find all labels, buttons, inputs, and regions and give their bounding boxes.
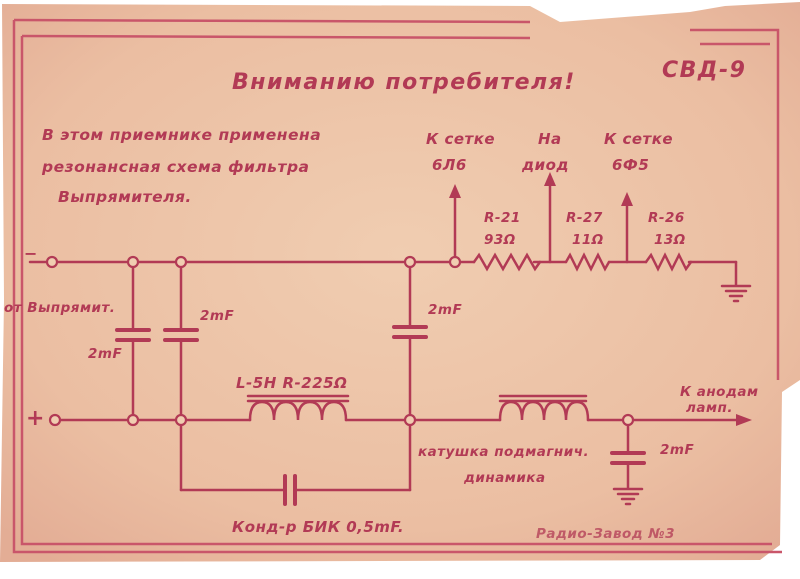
speaker-field-coil: [498, 400, 590, 422]
resistor-r26: [644, 252, 693, 272]
tap-label-6f5-line2: 6Ф5: [612, 156, 650, 174]
junction-nodes: [45, 255, 635, 427]
circuit: [28, 172, 752, 506]
paper-background: [0, 2, 800, 562]
resistor-r26-name: R-26: [648, 210, 685, 226]
resistor-r21-name: R-21: [484, 210, 521, 226]
tap-label-diode-line1: На: [538, 130, 562, 148]
field-coil-label-line2: динамика: [464, 470, 546, 486]
capacitor-input-left: [115, 260, 151, 422]
plus-terminal: +: [26, 406, 45, 431]
bypass-capacitor-label: Конд-р БИК 0,5mF.: [232, 518, 405, 536]
anode-label-line1: К анодам: [680, 384, 759, 400]
note-line-3: Выпрямителя.: [58, 188, 192, 206]
cap-label-left: 2mF: [88, 346, 123, 362]
note-line-2: резонансная схема фильтра: [42, 158, 310, 176]
ground-symbol-bottom: [612, 487, 644, 506]
note-line-1: В этом приемнике применена: [42, 126, 322, 144]
resistor-r27-name: R-27: [566, 210, 603, 226]
field-coil-label-line1: катушка подмагнич.: [418, 444, 590, 460]
border-frame: [12, 18, 782, 554]
cap-label-output: 2mF: [428, 302, 463, 318]
tap-label-diode-line2: диод: [522, 156, 570, 174]
resistor-r21-value: 93Ω: [484, 232, 516, 248]
ground-symbol-top: [720, 284, 752, 303]
minus-terminal: −: [24, 244, 38, 263]
resistor-r27: [564, 252, 611, 272]
model-number: СВД-9: [662, 58, 747, 83]
anode-label-line2: ламп.: [686, 400, 733, 416]
choke-label: L-5H R-225Ω: [236, 374, 348, 392]
tap-label-6l6-line1: К сетке: [426, 130, 496, 148]
resistor-r26-value: 13Ω: [654, 232, 686, 248]
document-title: Вниманию потребителя!: [232, 70, 576, 95]
choke-inductor: [248, 400, 348, 422]
rectifier-input-label: от Выпрямит.: [4, 300, 116, 316]
cap-label-anode: 2mF: [660, 442, 695, 458]
bypass-capacitor: [179, 418, 412, 506]
tap-label-6l6-line2: 6Л6: [432, 156, 467, 174]
factory-footer: Радио-Завод №3: [536, 526, 676, 542]
tap-label-6f5-line1: К сетке: [604, 130, 674, 148]
resistor-r21: [472, 252, 542, 272]
cap-label-middle: 2mF: [200, 308, 235, 324]
capacitor-input-right: [163, 260, 199, 422]
resistor-r27-value: 11Ω: [572, 232, 604, 248]
capacitor-output: [392, 260, 428, 422]
